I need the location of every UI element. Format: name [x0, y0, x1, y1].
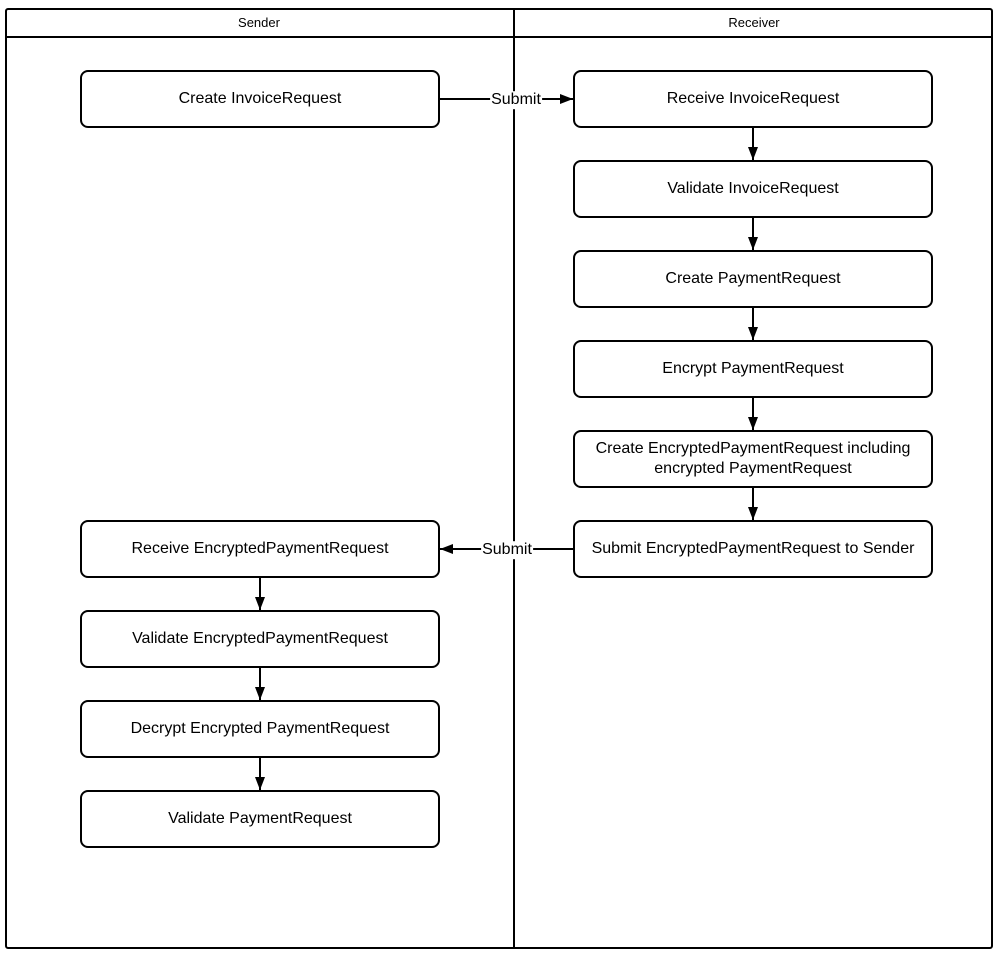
- lane-header-receiver: Receiver: [728, 15, 780, 30]
- node-decrypt-encrypted-paymentrequest: Decrypt Encrypted PaymentRequest: [80, 700, 440, 758]
- node-validate-encryptedpaymentrequest: Validate EncryptedPaymentRequest: [80, 610, 440, 668]
- node-create-paymentrequest: Create PaymentRequest: [573, 250, 933, 308]
- node-receive-invoicerequest: Receive InvoiceRequest: [573, 70, 933, 128]
- node-encrypt-paymentrequest: Encrypt PaymentRequest: [573, 340, 933, 398]
- node-validate-paymentrequest: Validate PaymentRequest: [80, 790, 440, 848]
- node-submit-encryptedpaymentrequest: Submit EncryptedPaymentRequest to Sender: [573, 520, 933, 578]
- edge-label-submit-invoice: Submit: [490, 91, 542, 109]
- lane-divider: [513, 8, 515, 949]
- lane-header-separator: [5, 36, 993, 38]
- node-validate-invoicerequest: Validate InvoiceRequest: [573, 160, 933, 218]
- node-receive-encryptedpaymentrequest: Receive EncryptedPaymentRequest: [80, 520, 440, 578]
- edge-label-submit-encrypted: Submit: [481, 541, 533, 559]
- node-create-encryptedpaymentrequest: Create EncryptedPaymentRequest including…: [573, 430, 933, 488]
- lane-header-sender: Sender: [238, 15, 280, 30]
- node-create-invoicerequest: Create InvoiceRequest: [80, 70, 440, 128]
